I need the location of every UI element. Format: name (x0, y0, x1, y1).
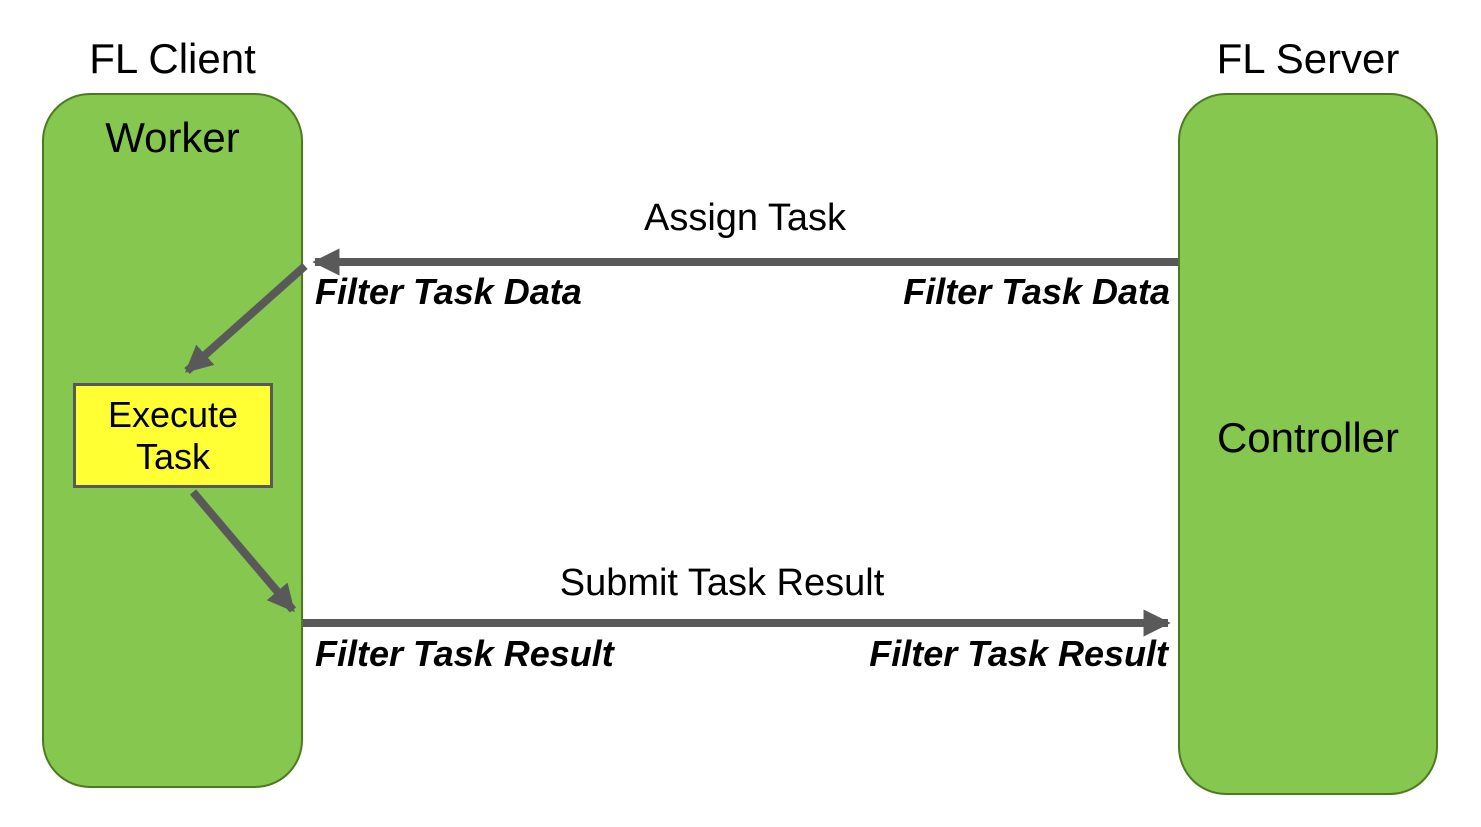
fl-server-lane (1178, 93, 1438, 795)
submit-task-result-label: Submit Task Result (559, 562, 885, 604)
fl-server-title: FL Server (1216, 35, 1400, 82)
worker-label: Worker (105, 114, 240, 161)
controller-label: Controller (1216, 414, 1400, 461)
filter-task-data-server-label: Filter Task Data (903, 271, 1170, 312)
filter-task-result-client-label: Filter Task Result (315, 633, 614, 674)
execute-task-label: Execute Task (107, 394, 239, 477)
filter-task-data-client-label: Filter Task Data (315, 271, 582, 312)
assign-task-label: Assign Task (643, 197, 847, 239)
fl-client-title: FL Client (89, 35, 256, 82)
execute-task-node: Execute Task (73, 383, 273, 488)
filter-task-result-server-label: Filter Task Result (869, 633, 1168, 674)
